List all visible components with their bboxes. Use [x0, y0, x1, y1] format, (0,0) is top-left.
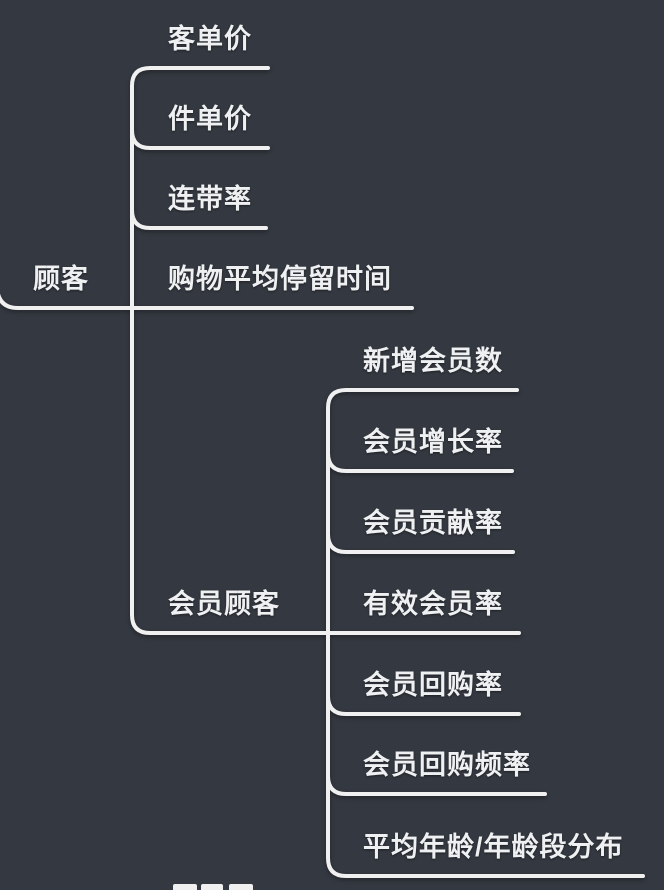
clipped-node-fragment: [201, 884, 223, 890]
clipped-node-fragment: [173, 884, 197, 890]
link-root-line: [0, 293, 414, 310]
node-avg-age-distribution[interactable]: 平均年龄/年龄段分布: [363, 832, 624, 862]
link-branch-unit-price: [130, 128, 270, 150]
node-unit-price[interactable]: 件单价: [168, 104, 252, 134]
clipped-node-fragment: [229, 884, 253, 890]
node-member-repurchase-frequency[interactable]: 会员回购频率: [363, 750, 531, 780]
node-attachment-rate[interactable]: 连带率: [168, 184, 252, 214]
link-trunk-member: [326, 388, 645, 878]
node-effective-member-rate[interactable]: 有效会员率: [363, 589, 503, 619]
node-member-growth-rate[interactable]: 会员增长率: [363, 427, 503, 457]
link-branch-attachment-rate: [130, 208, 268, 230]
link-branch-member-repurchase-freq: [326, 774, 547, 796]
node-member-contribution-rate[interactable]: 会员贡献率: [363, 508, 503, 538]
link-branch-member-repurchase: [326, 694, 521, 716]
node-avg-transaction-value[interactable]: 客单价: [168, 24, 252, 54]
node-member-repurchase-rate[interactable]: 会员回购率: [363, 670, 503, 700]
link-branch-member-growth: [326, 451, 514, 473]
link-branch-member-contribution: [326, 532, 515, 554]
node-member-customer[interactable]: 会员顾客: [168, 589, 280, 619]
link-trunk-customer: [130, 66, 521, 635]
node-customer-root[interactable]: 顾客: [33, 264, 89, 294]
node-avg-dwell-time[interactable]: 购物平均停留时间: [168, 264, 392, 294]
node-new-members[interactable]: 新增会员数: [363, 346, 503, 376]
